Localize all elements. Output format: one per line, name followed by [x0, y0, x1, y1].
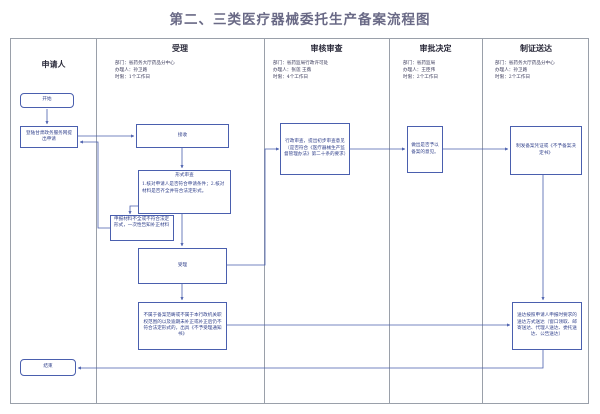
node-end: 结束	[20, 359, 76, 376]
lane-divider	[482, 39, 483, 403]
node-accept: 受理	[138, 248, 227, 284]
lane-title-certificate: 制证送达	[520, 44, 552, 53]
formal-review-heading: 形式审查	[175, 173, 194, 178]
lane-title-review: 审核审查	[310, 44, 343, 53]
node-start: 开始	[20, 93, 74, 108]
node-submit-application: 登陆甘肃政务服务网提出申请	[20, 126, 78, 148]
node-reject-notice: 不属于备案范畴或不属于本行政机关职权范围的以及逾期未补正或补正后仍不符合法定形式…	[138, 302, 227, 350]
formal-review-items: 1.核对申请人是否符合申请条件；2.核对材料是否齐全并符合法定形式。	[142, 182, 225, 194]
lane-divider	[389, 39, 390, 403]
node-receive: 接收	[136, 124, 229, 148]
lane-title-accept: 受理	[172, 44, 188, 53]
lane-meta-review: 部门：省药监局行政许可处办理人：张莲 王薇时限：4个工作日	[273, 61, 329, 80]
lane-meta-certificate: 部门：省药务大厅药品分中心办理人：孙卫路时限：2个工作日	[495, 61, 555, 80]
node-admin-review: 行政审查，提出初步审查意见（是否符合《医疗器械生产监督管理办法》第二十条的要求）	[280, 123, 350, 175]
lane-divider	[264, 39, 265, 403]
lane-divider	[96, 39, 97, 403]
node-certificate: 制发备案凭证或《不予备案决定书》	[510, 126, 582, 175]
node-formal-review: 形式审查 1.核对申请人是否符合申请条件；2.核对材料是否齐全并符合法定形式。	[138, 170, 231, 214]
node-incomplete-notice: 申报材料不全或不符合法定形式，一次性告知补正材料	[110, 215, 174, 241]
lane-title-applicant: 申请人	[41, 60, 66, 69]
swimlane-diagram: 申请人 受理 部门：省药务大厅药品分中心办理人：孙卫路时限：1个工作日 审核审查…	[10, 38, 589, 404]
lane-title-decision: 审批决定	[419, 44, 452, 53]
node-delivery: 送达按照申请人申报时要求的送达方式送达（窗口领取、邮寄送达、代理人送达、委托送达…	[512, 302, 582, 350]
lane-meta-accept: 部门：省药务大厅药品分中心办理人：孙卫路时限：1个工作日	[115, 61, 175, 80]
lane-meta-decision: 部门：省药监局办理人：王臣伟时限：2个工作日	[403, 61, 439, 80]
page-title: 第二、三类医疗器械委托生产备案流程图	[169, 12, 431, 28]
node-decision: 做出是否予以备案的意见。	[407, 126, 443, 173]
